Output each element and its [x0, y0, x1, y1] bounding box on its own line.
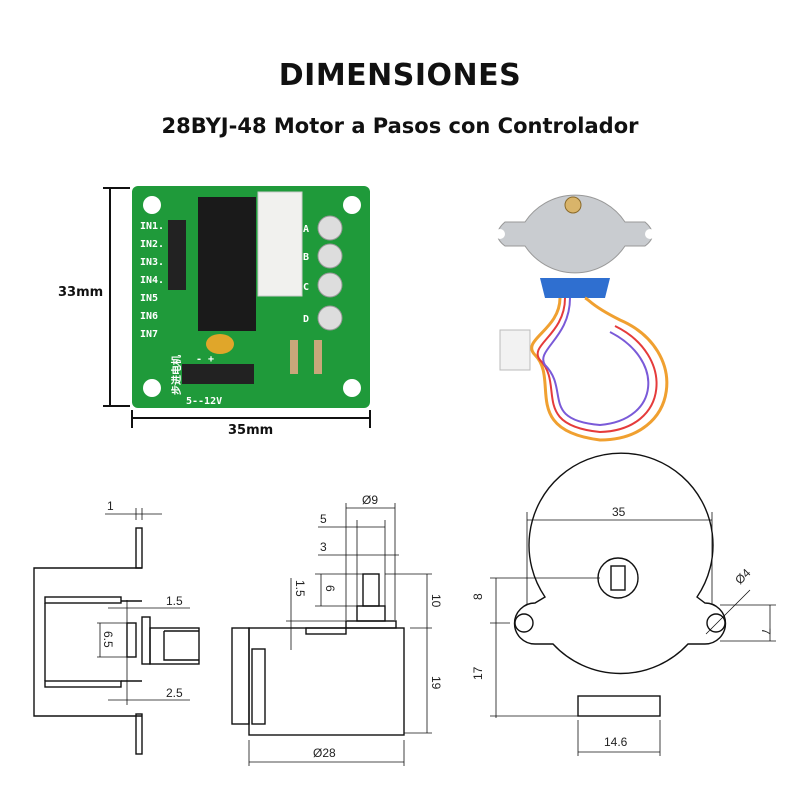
connector-socket: [257, 191, 303, 297]
label-power: 5--12V: [186, 396, 222, 407]
label-in1: IN1.: [140, 221, 164, 232]
label-in2: IN2.: [140, 239, 164, 250]
dim-14-6: 14.6: [604, 735, 628, 749]
side-view-drawing: 1 1.5 6.5 2.5: [33, 499, 200, 755]
dim-19: 19: [429, 676, 443, 690]
profile-view-drawing: Ø9 5 3 1.5 6 10 19 Ø28: [231, 493, 443, 766]
dim-1-5: 1.5: [166, 594, 183, 608]
dim-dia-4: Ø4: [732, 566, 753, 587]
dim-dia-9: Ø9: [362, 493, 378, 507]
page-subtitle: 28BYJ-48 Motor a Pasos con Controlador: [161, 114, 639, 138]
capacitor: [206, 334, 234, 354]
dim-1: 1: [107, 499, 114, 513]
label-chinese: 步进电机: [170, 355, 183, 395]
dim-35: 35: [612, 505, 626, 519]
dim-17: 17: [471, 666, 485, 680]
leds: [317, 215, 343, 331]
dim-6-5: 6.5: [101, 631, 115, 648]
driver-board: IN1. IN2. IN3. IN4. IN5 IN6 IN7 A B C D …: [58, 186, 371, 438]
power-jumper: [182, 364, 254, 384]
label-led-b: B: [303, 252, 309, 263]
dim-1-5-shaft: 1.5: [293, 580, 307, 597]
label-in3: IN3.: [140, 257, 164, 268]
dim-2-5: 2.5: [166, 686, 183, 700]
label-in4: IN4.: [140, 275, 164, 286]
page-title: DIMENSIONES: [278, 58, 522, 93]
label-in5: IN5: [140, 293, 158, 304]
label-in7: IN7: [140, 329, 158, 340]
label-in6: IN6: [140, 311, 158, 322]
label-led-a: A: [303, 224, 309, 235]
dim-3: 3: [320, 540, 327, 554]
label-led-d: D: [303, 314, 309, 325]
stepper-motor-photo: [495, 194, 669, 442]
input-header: [168, 220, 186, 290]
label-polarity: - +: [196, 354, 214, 365]
dim-8: 8: [471, 593, 485, 600]
dim-6: 6: [323, 585, 337, 592]
dim-5: 5: [320, 512, 327, 526]
front-view-drawing: 35 Ø4 8 7 17 14.6: [471, 452, 776, 756]
dim-10: 10: [429, 594, 443, 608]
dim-7: 7: [759, 628, 773, 635]
board-width-label: 35mm: [228, 423, 273, 438]
label-led-c: C: [303, 282, 309, 293]
driver-ic: [198, 197, 256, 331]
board-height-label: 33mm: [58, 285, 103, 300]
dim-dia-28: Ø28: [313, 746, 336, 760]
